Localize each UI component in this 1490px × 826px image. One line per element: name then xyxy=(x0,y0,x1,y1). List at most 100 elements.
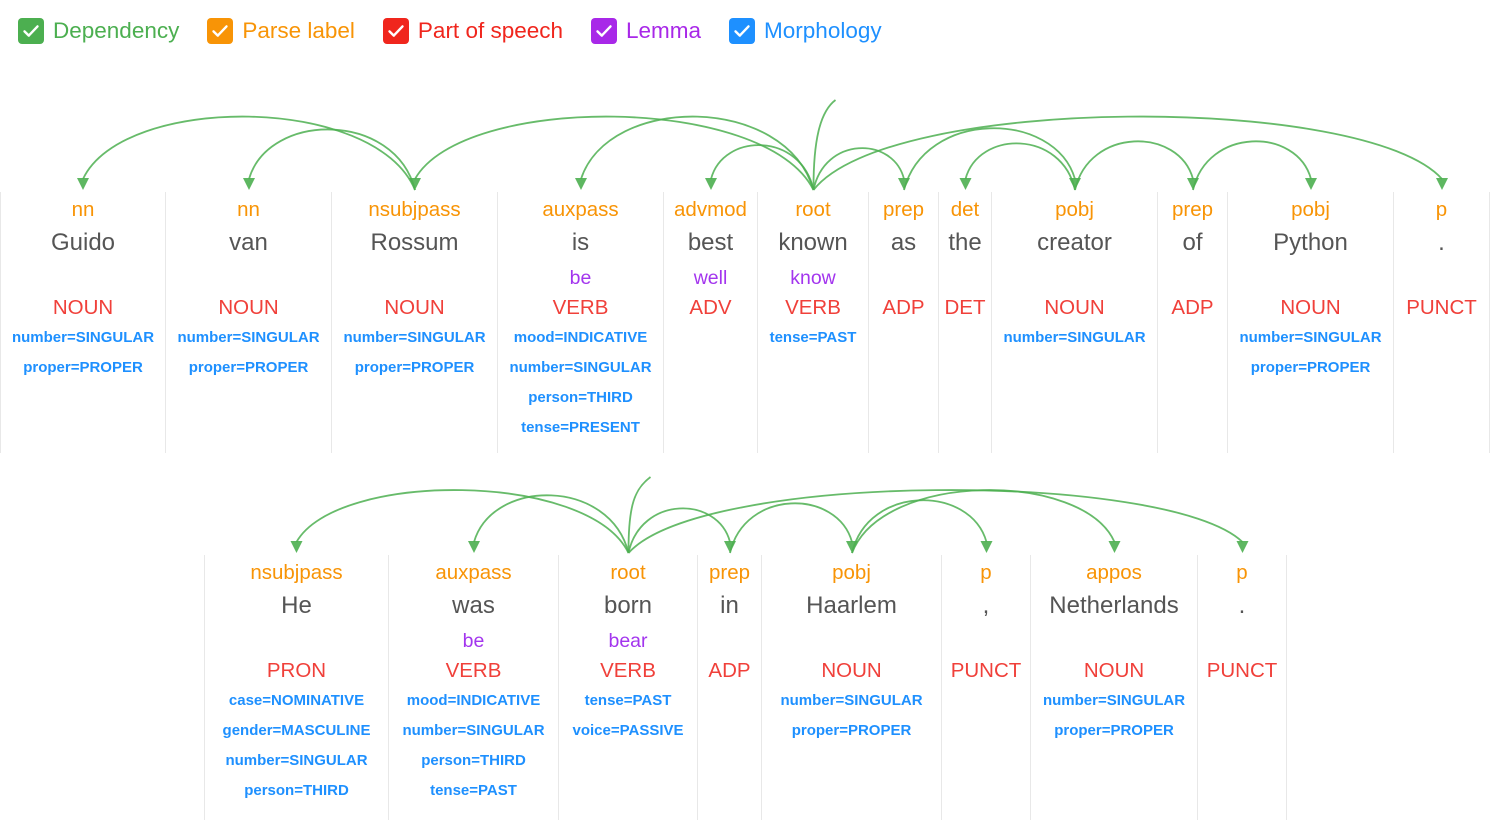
checkbox-checked-icon[interactable] xyxy=(729,18,756,44)
morphology-feature: number=SINGULAR xyxy=(11,329,155,346)
token-word: best xyxy=(687,229,734,256)
parse-label: root xyxy=(795,198,831,221)
token-lemma xyxy=(869,263,938,293)
token-word: Netherlands xyxy=(1049,592,1179,619)
arrowhead-icon xyxy=(1305,178,1317,190)
arrowhead-icon xyxy=(959,178,972,190)
token-lemma xyxy=(939,263,991,293)
options-legend: Dependency Parse label Part of speech Lemma… xyxy=(0,0,1490,44)
dependency-arc-p xyxy=(812,115,1448,191)
part-of-speech: ADV xyxy=(689,296,732,319)
dependency-arc-prep xyxy=(1074,140,1199,191)
token-word: is xyxy=(571,229,590,256)
morphology-feature: number=SINGULAR xyxy=(1239,329,1382,346)
morphology-feature: number=SINGULAR xyxy=(780,692,923,709)
morphology-feature: number=SINGULAR xyxy=(1042,692,1186,709)
legend-toggle-parse-label[interactable]: Parse label xyxy=(207,18,355,44)
part-of-speech: NOUN xyxy=(1083,659,1145,682)
legend-toggle-lemma[interactable]: Lemma xyxy=(591,18,701,44)
dependency-arc-layer-2 xyxy=(290,476,1249,554)
parse-label: advmod xyxy=(674,198,747,221)
token-column[interactable]: p,PUNCT xyxy=(942,555,1031,820)
morphology-feature: person=THIRD xyxy=(421,752,526,769)
parse-label: pobj xyxy=(1291,198,1330,221)
parse-label: root xyxy=(610,561,646,584)
arrowhead-icon xyxy=(575,178,587,190)
token-word: . xyxy=(1438,229,1445,256)
token-word: Haarlem xyxy=(806,592,897,619)
dependency-arc-auxpass xyxy=(468,494,630,554)
arrowhead-icon xyxy=(1069,178,1081,190)
token-word: creator xyxy=(1037,229,1112,256)
morphology-feature: number=SINGULAR xyxy=(177,329,320,346)
morphology-feature: tense=PRESENT xyxy=(521,419,640,436)
arrowhead-icon xyxy=(724,541,736,553)
token-lemma: be xyxy=(462,630,485,652)
parse-label: nsubjpass xyxy=(368,198,461,221)
arrowhead-icon xyxy=(1436,178,1448,190)
part-of-speech: PRON xyxy=(266,659,327,682)
morphology-feature: tense=PAST xyxy=(430,782,517,799)
morphology-feature: number=SINGULAR xyxy=(1003,329,1146,346)
checkbox-checked-icon[interactable] xyxy=(18,18,44,44)
arrowhead-icon xyxy=(1236,541,1249,553)
checkbox-checked-icon[interactable] xyxy=(207,18,234,44)
part-of-speech: PUNCT xyxy=(1206,659,1278,682)
morphology-feature: proper=PROPER xyxy=(791,722,912,739)
token-lemma xyxy=(1228,263,1393,293)
token-lemma xyxy=(1198,626,1286,656)
legend-toggle-morphology[interactable]: Morphology xyxy=(729,18,882,44)
arrowhead-icon xyxy=(290,541,303,553)
token-lemma: be xyxy=(569,267,592,289)
dependency-arc-root xyxy=(627,476,652,552)
part-of-speech: VERB xyxy=(445,659,502,682)
token-lemma xyxy=(942,626,1030,656)
parse-label: nn xyxy=(237,198,260,221)
token-word: van xyxy=(229,229,268,256)
arrowhead-icon xyxy=(77,178,89,190)
part-of-speech: NOUN xyxy=(1280,296,1341,319)
legend-label: Lemma xyxy=(626,18,702,43)
parse-label: auxpass xyxy=(542,198,619,221)
arrowhead-icon xyxy=(409,178,421,190)
token-word: of xyxy=(1182,229,1203,256)
token-lemma xyxy=(205,626,388,656)
dependency-arc-nn xyxy=(243,128,416,191)
legend-toggle-part-of-speech[interactable]: Part of speech xyxy=(382,18,563,44)
morphology-feature: number=SINGULAR xyxy=(509,359,652,376)
morphology-feature: tense=PAST xyxy=(584,692,672,709)
legend-toggle-dependency[interactable]: Dependency xyxy=(18,18,179,44)
morphology-feature: proper=PROPER xyxy=(354,359,475,376)
checkbox-checked-icon[interactable] xyxy=(382,18,409,44)
dependency-arc-nsubjpass xyxy=(290,489,630,554)
parse-label: prep xyxy=(708,561,751,584)
parse-label: nsubjpass xyxy=(250,561,343,584)
parse-label: p xyxy=(980,561,992,584)
morphology-feature: number=SINGULAR xyxy=(343,329,486,346)
arrowhead-icon xyxy=(1108,541,1121,553)
token-column[interactable]: p.PUNCT xyxy=(1394,192,1490,453)
part-of-speech: PUNCT xyxy=(950,659,1022,682)
token-column[interactable]: p.PUNCT xyxy=(1198,555,1287,820)
checkbox-checked-icon[interactable] xyxy=(591,18,618,44)
part-of-speech: NOUN xyxy=(384,296,445,319)
arrowhead-icon xyxy=(468,541,480,553)
arrowhead-icon xyxy=(846,541,858,553)
